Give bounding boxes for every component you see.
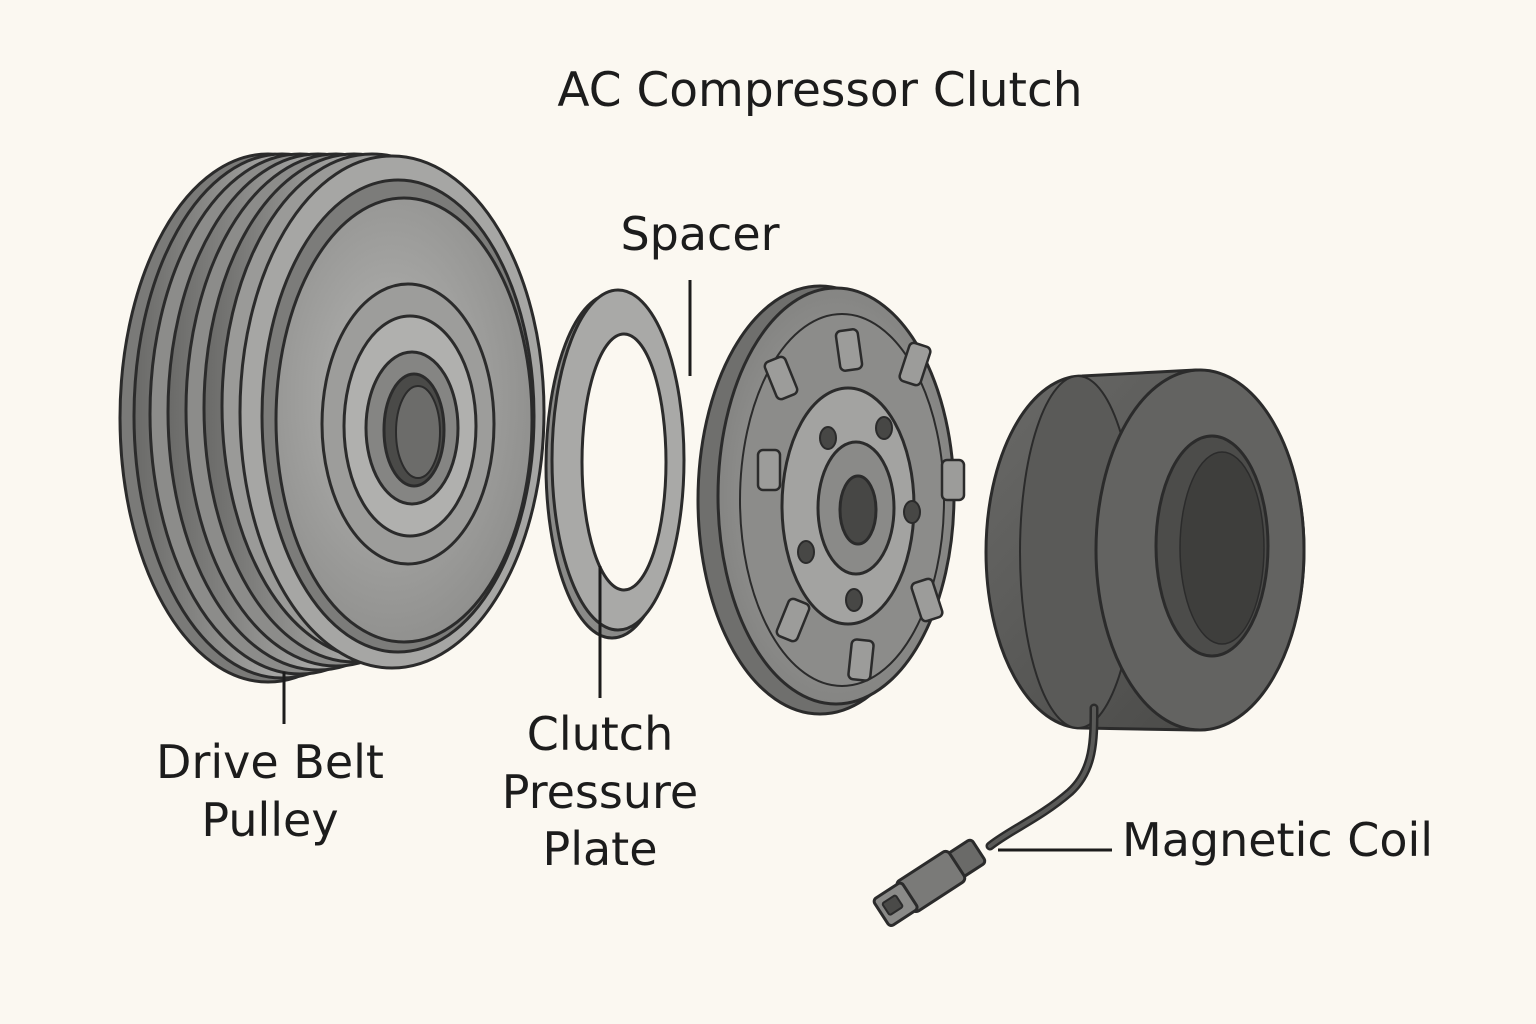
coil-wire-connector	[872, 703, 1099, 927]
diagram-title: AC Compressor Clutch	[557, 63, 1083, 118]
label-drive-belt-pulley: Drive Belt Pulley	[120, 734, 420, 849]
label-drive-belt-pulley-line-1: Drive Belt	[156, 735, 384, 789]
label-spacer: Spacer	[620, 207, 780, 261]
label-clutch-pressure-plate-line-2: Pressure	[501, 764, 699, 819]
label-clutch-pressure-plate-line-3: Plate	[542, 822, 658, 876]
label-clutch-pressure-plate: Clutch Pressure Plate	[470, 706, 730, 879]
drive-belt-pulley	[118, 152, 546, 684]
label-drive-belt-pulley-line-2: Pulley	[201, 792, 339, 847]
spacer-ring	[544, 288, 686, 640]
label-clutch-pressure-plate-line-1: Clutch	[526, 707, 674, 761]
magnetic-coil	[984, 368, 1306, 732]
label-magnetic-coil: Magnetic Coil	[1122, 813, 1434, 867]
clutch-pressure-plate	[696, 284, 966, 716]
leader-lines	[282, 280, 1112, 852]
